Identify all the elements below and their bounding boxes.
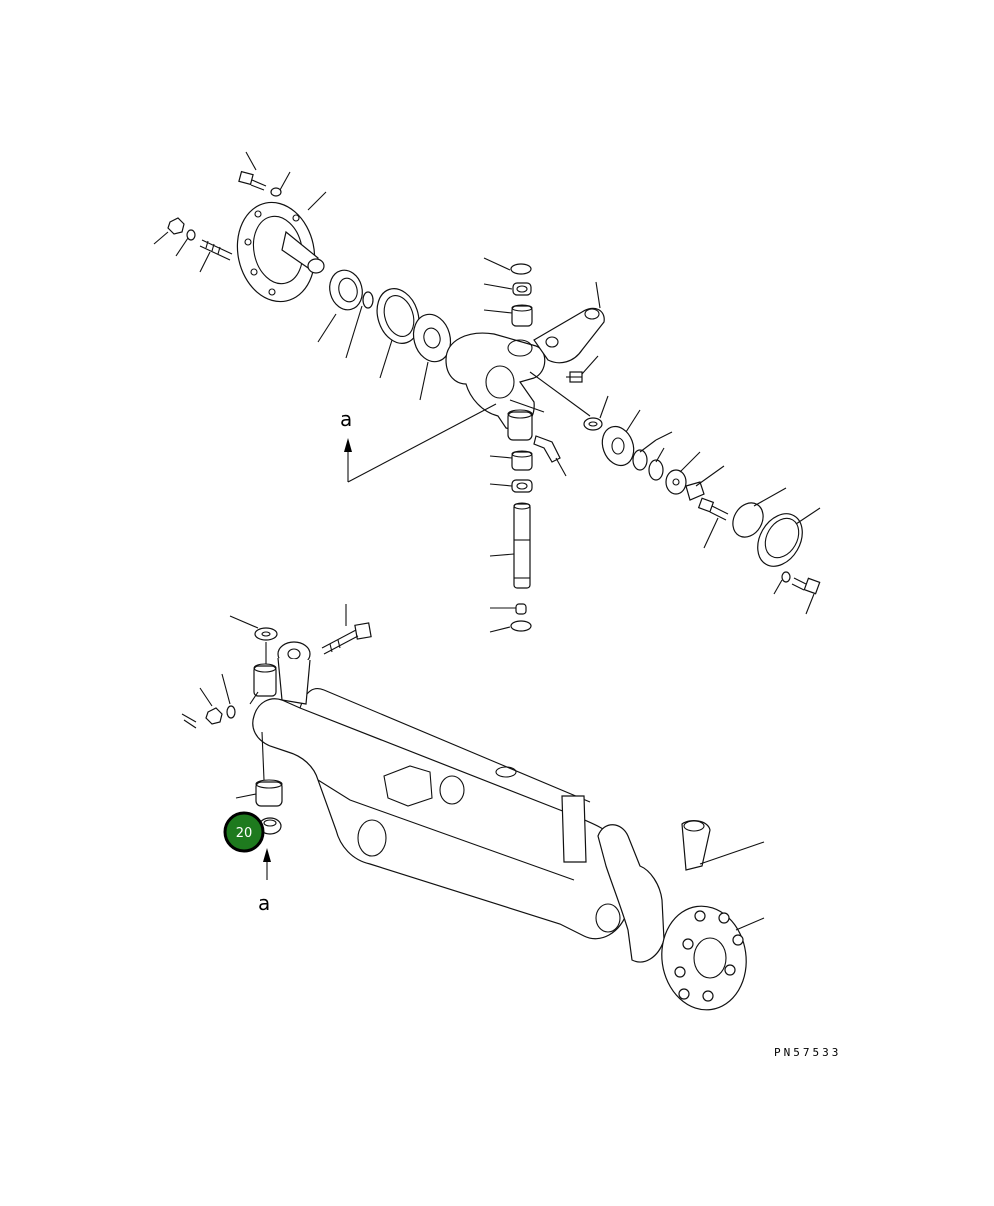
kingpin-plug[interactable] [515,603,527,615]
grease-fitting-top[interactable] [566,371,583,383]
cap-washer[interactable] [781,571,791,583]
shim-top[interactable] [510,263,532,275]
kingpin-cap[interactable] [510,620,532,632]
drawing-code: PN57533 [774,1046,841,1059]
stud-washer[interactable] [186,229,196,241]
pivot-bolt[interactable] [321,622,372,655]
outer-seal[interactable] [583,417,603,431]
bushing-top[interactable] [511,304,533,327]
hub-cap[interactable] [749,506,812,574]
o-ring[interactable] [362,291,374,309]
hub-bolt[interactable] [238,170,267,191]
view-marker-label-lower: a [258,891,270,915]
axle-beam[interactable] [252,688,632,940]
view-marker-upper: a [340,403,497,483]
lock-washer-b[interactable] [648,459,664,481]
callout-badge[interactable]: 20 [223,811,265,853]
oil-seal[interactable] [370,283,425,349]
kingpin-bushing-lower[interactable] [507,409,533,441]
nut-lower[interactable] [511,479,533,493]
cover-plate[interactable] [685,481,705,501]
cover-bolt[interactable] [697,497,729,521]
cotter-pin[interactable] [181,713,197,729]
view-marker-lower: a [258,848,271,915]
stud-nut[interactable] [167,217,185,235]
bushing-lower[interactable] [511,450,533,471]
nut-top[interactable] [512,282,532,296]
hub-stud[interactable] [199,239,233,261]
lock-washer-a[interactable] [632,449,648,471]
grease-fitting-lower[interactable] [533,435,561,463]
axle-assembly-group [181,604,765,1016]
hub-bearing[interactable] [325,267,366,314]
pivot-nut[interactable] [205,707,223,725]
pivot-boss[interactable] [253,641,311,705]
cap-bolt[interactable] [791,577,821,595]
outer-bearing-group [583,395,821,615]
hub-assembly-group [153,151,455,401]
bearing-cone[interactable] [408,310,455,366]
callout-number: 20 [236,826,253,841]
hub-washer[interactable] [270,187,282,197]
king-pin[interactable] [513,502,531,589]
outer-bearing[interactable] [597,422,639,470]
axle-wheel-hub[interactable] [655,901,753,1016]
pivot-pin-bushing[interactable] [255,779,283,807]
view-marker-label-upper: a [340,407,352,431]
pivot-washer[interactable] [254,627,278,641]
steering-knuckle-group [445,257,605,633]
adjusting-nut[interactable] [665,469,687,495]
wheel-hub[interactable] [228,195,325,309]
steering-arm[interactable] [533,307,605,364]
mounting-bracket[interactable] [561,795,587,863]
pivot-lock-washer[interactable] [226,705,236,719]
